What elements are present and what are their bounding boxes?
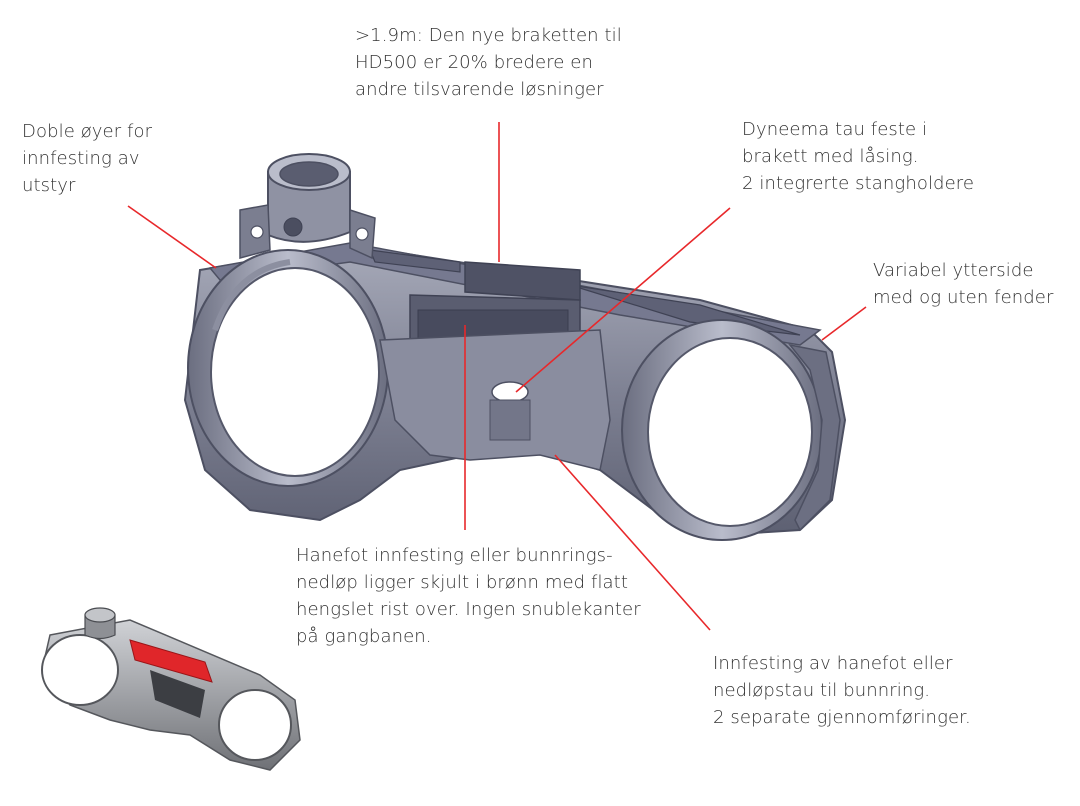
callout-rope-note: Dyneema tau feste i brakett med låsing. …: [742, 116, 974, 197]
leader-mount: [554, 454, 711, 631]
callout-mount-note: Innfesting av hanefot eller nedløpstau t…: [713, 650, 971, 731]
side-fender: [788, 343, 841, 532]
callout-hidden-note: Hanefot innfesting eller bunnrings- nedl…: [296, 542, 641, 650]
leader-eyes: [127, 205, 217, 269]
callout-line: Hanefot innfesting eller bunnrings-: [296, 545, 613, 566]
callout-line: >1.9m: Den nye braketten til: [355, 25, 622, 46]
callout-line: Doble øyer for: [22, 121, 153, 142]
grate-highlight: [129, 639, 213, 683]
callout-line: Innfesting av hanefot eller: [713, 653, 953, 674]
leader-rope: [515, 207, 731, 393]
callout-eyes-note: Doble øyer for innfesting av utstyr: [22, 118, 152, 199]
callout-line: brakett med låsing.: [742, 146, 919, 167]
callout-line: på gangbanen.: [296, 626, 432, 647]
left-ring-inner: [210, 267, 380, 477]
callout-line: Dyneema tau feste i: [742, 119, 928, 140]
callout-side-note: Variabel ytterside med og uten fender: [873, 257, 1053, 311]
callout-line: HD500 er 20% bredere en: [355, 52, 593, 73]
callout-line: andre tilsvarende løsninger: [355, 79, 604, 100]
thumbnail-illustration: [41, 607, 301, 771]
callout-line: med og uten fender: [873, 287, 1054, 308]
callout-line: Variabel ytterside: [873, 260, 1034, 281]
callout-width-note: >1.9m: Den nye braketten til HD500 er 20…: [355, 22, 622, 103]
callout-line: hengslet rist over. Ingen snublekanter: [296, 599, 641, 620]
mounting-ears: [239, 204, 376, 260]
callout-line: nedløp ligger skjult i brønn med flatt: [296, 572, 629, 593]
callout-line: nedløpstau til bunnring.: [713, 680, 931, 701]
callout-line: utstyr: [22, 175, 76, 196]
callout-line: 2 integrerte stangholdere: [742, 173, 975, 194]
callout-line: 2 separate gjennomføringer.: [713, 707, 971, 728]
right-ring-inner: [647, 337, 813, 527]
leader-side: [821, 306, 867, 341]
callout-line: innfesting av: [22, 148, 140, 169]
